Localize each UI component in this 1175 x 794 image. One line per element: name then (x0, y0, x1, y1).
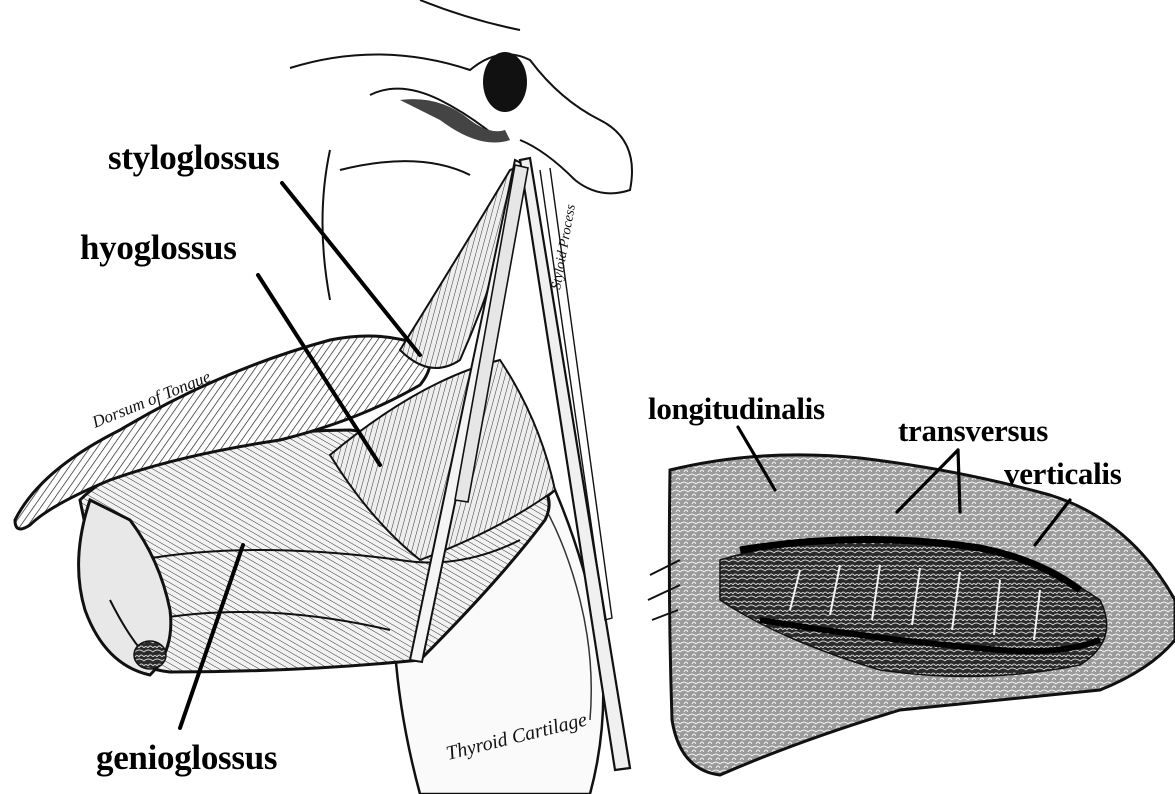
label-verticalis: verticalis (1004, 458, 1122, 489)
label-styloglossus: styloglossus (108, 140, 279, 175)
styloid-engraved-text: Styloid Process (549, 203, 579, 291)
styloglossus-leader (282, 183, 420, 355)
label-genioglossus: genioglossus (96, 740, 277, 775)
label-hyoglossus: hyoglossus (80, 230, 237, 265)
label-transversus: transversus (898, 415, 1048, 446)
transversus-leader-b (958, 450, 960, 512)
label-longitudinalis: longitudinalis (648, 393, 825, 424)
ear-canal (483, 52, 527, 112)
